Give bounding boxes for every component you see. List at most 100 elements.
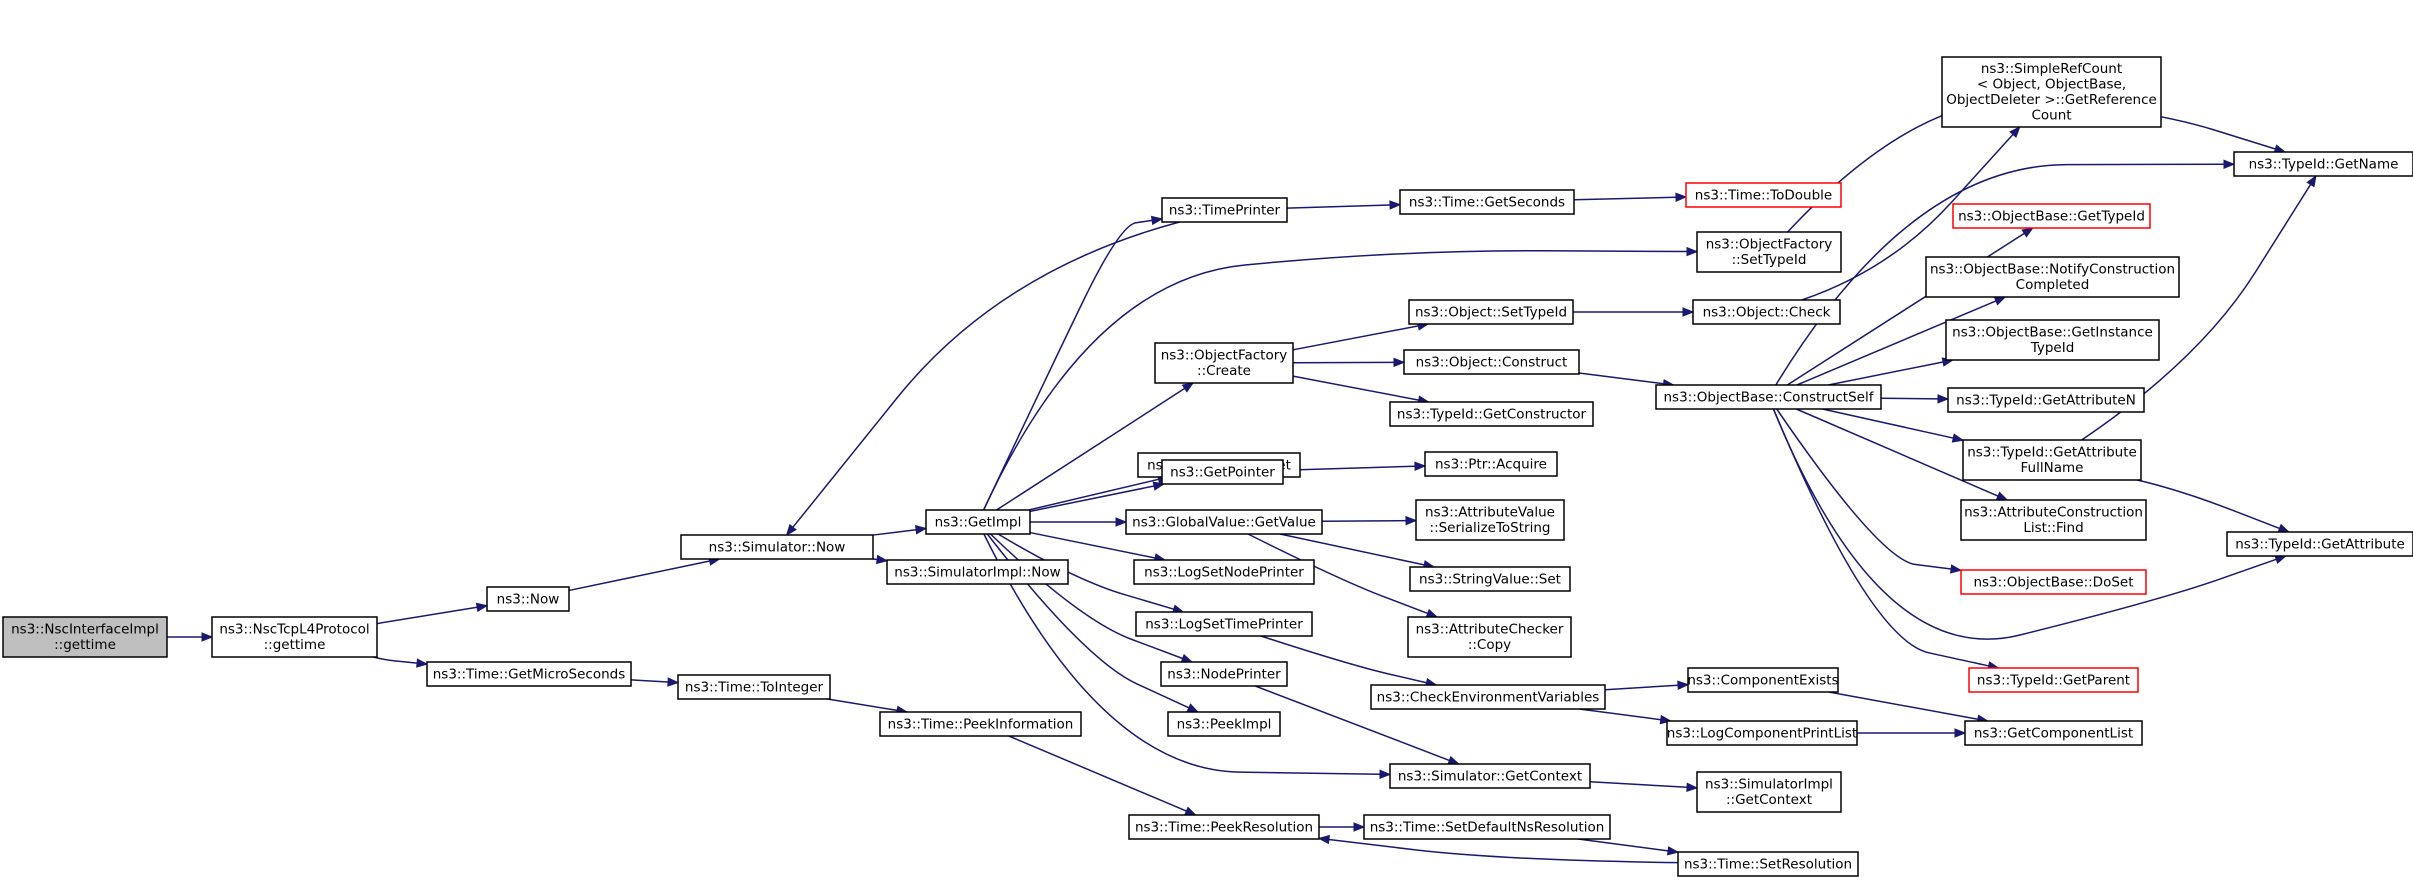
node-ofcreate[interactable]: ns3::ObjectFactory::Create bbox=[1154, 342, 1294, 384]
node-peekres[interactable]: ns3::Time::PeekResolution bbox=[1128, 814, 1320, 840]
edge-getimpl-to-ofsettypeid bbox=[982, 246, 1699, 511]
node-getattribute[interactable]: ns3::TypeId::GetAttribute bbox=[2226, 531, 2413, 557]
edge-line bbox=[1029, 485, 1155, 513]
node-box bbox=[1389, 401, 1594, 427]
node-compexists[interactable]: ns3::ComponentExists bbox=[1687, 667, 1839, 693]
node-gvgetvalue[interactable]: ns3::GlobalValue::GetValue bbox=[1125, 509, 1323, 535]
edge-arrowhead bbox=[1666, 846, 1680, 856]
edge-arrowhead bbox=[1405, 515, 1418, 526]
node-tointeger[interactable]: ns3::Time::ToInteger bbox=[677, 674, 831, 700]
edge-line bbox=[1776, 408, 1952, 570]
node-getname[interactable]: ns3::TypeId::GetName bbox=[2233, 151, 2413, 177]
node-strset[interactable]: ns3::StringValue::Set bbox=[1409, 566, 1571, 592]
edge-line bbox=[1828, 361, 1944, 386]
node-objconstruct[interactable]: ns3::Object::Construct bbox=[1403, 349, 1580, 375]
node-label: ns3::SimulatorImpl::Now bbox=[894, 564, 1060, 580]
edge-peekinfo-to-peekres bbox=[1008, 735, 1197, 816]
edge-arrowhead bbox=[1682, 307, 1695, 317]
node-label: ::SetTypeId bbox=[1732, 252, 1807, 268]
edge-getseconds-to-todouble bbox=[1573, 192, 1688, 202]
node-label: ns3::NscInterfaceImpl bbox=[11, 622, 159, 638]
node-box bbox=[1161, 459, 1284, 485]
edge-line bbox=[568, 560, 710, 592]
node-box bbox=[680, 534, 874, 560]
node-obgettypeid[interactable]: ns3::ObjectBase::GetTypeId bbox=[1952, 203, 2151, 229]
edge-line bbox=[1255, 685, 1450, 762]
edge-timeprinter-to-simnow bbox=[785, 221, 1180, 537]
node-timeprinter[interactable]: ns3::TimePrinter bbox=[1161, 197, 1288, 223]
node-ofsettypeid[interactable]: ns3::ObjectFactory::SetTypeId bbox=[1696, 231, 1842, 273]
node-box bbox=[1370, 684, 1606, 710]
node-getconstructor[interactable]: ns3::TypeId::GetConstructor bbox=[1389, 401, 1594, 427]
node-label: ::gettime bbox=[264, 637, 326, 653]
node-logcomplist[interactable]: ns3::LogComponentPrintList bbox=[1666, 720, 1858, 746]
node-now[interactable]: ns3::Now bbox=[486, 586, 570, 612]
node-label: ns3::ObjectBase::DoSet bbox=[1973, 574, 2133, 590]
node-label: ns3::TypeId::GetAttribute bbox=[2235, 536, 2405, 552]
node-getcomplist[interactable]: ns3::GetComponentList bbox=[1964, 720, 2143, 746]
node-peekimpl[interactable]: ns3::PeekImpl bbox=[1167, 711, 1281, 737]
node-box bbox=[211, 616, 378, 658]
edge-line bbox=[1247, 533, 1428, 615]
edge-arrowhead bbox=[1184, 806, 1197, 816]
node-avserialize[interactable]: ns3::AttributeValue::SerializeToString bbox=[1415, 499, 1565, 541]
node-simimplnow[interactable]: ns3::SimulatorImpl::Now bbox=[886, 559, 1069, 585]
node-label: ns3::TypeId::GetAttribute bbox=[1967, 445, 2137, 461]
node-getpointer[interactable]: ns3::GetPointer bbox=[1161, 459, 1284, 485]
node-simplerefcount[interactable]: ns3::SimpleRefCount< Object, ObjectBase,… bbox=[1941, 56, 2162, 128]
edge-getimpl-to-getpointer bbox=[1029, 481, 1166, 513]
node-setdefaultns[interactable]: ns3::Time::SetDefaultNsResolution bbox=[1363, 814, 1611, 840]
node-getattrn[interactable]: ns3::TypeId::GetAttributeN bbox=[1947, 387, 2145, 413]
edge-line bbox=[1029, 531, 1156, 559]
node-nodeprinter[interactable]: ns3::NodePrinter bbox=[1160, 661, 1288, 687]
node-label: Count bbox=[2031, 108, 2071, 124]
node-logsetnode[interactable]: ns3::LogSetNodePrinter bbox=[1133, 559, 1315, 585]
node-label: ns3::ObjectBase::ConstructSelf bbox=[1664, 389, 1875, 405]
node-label: ::Copy bbox=[1468, 637, 1511, 653]
node-getimpl[interactable]: ns3::GetImpl bbox=[925, 509, 1031, 535]
node-peekinfo[interactable]: ns3::Time::PeekInformation bbox=[879, 711, 1082, 737]
node-root[interactable]: ns3::NscInterfaceImpl::gettime bbox=[2, 616, 168, 658]
node-setres[interactable]: ns3::Time::SetResolution bbox=[1677, 851, 1859, 877]
node-nsc[interactable]: ns3::NscTcpL4Protocol::gettime bbox=[211, 616, 378, 658]
node-box bbox=[426, 661, 632, 687]
node-box bbox=[1696, 771, 1842, 813]
node-simimplctx[interactable]: ns3::SimulatorImpl::GetContext bbox=[1696, 771, 1842, 813]
node-simnow[interactable]: ns3::Simulator::Now bbox=[680, 534, 874, 560]
node-logsettime[interactable]: ns3::LogSetTimePrinter bbox=[1135, 611, 1313, 637]
node-obdoset[interactable]: ns3::ObjectBase::DoSet bbox=[1960, 569, 2147, 595]
node-constructself[interactable]: ns3::ObjectBase::ConstructSelf bbox=[1655, 384, 1882, 410]
node-getmicro[interactable]: ns3::Time::GetMicroSeconds bbox=[426, 661, 632, 687]
edge-line bbox=[2137, 479, 2280, 530]
node-objcheck[interactable]: ns3::Object::Check bbox=[1692, 299, 1841, 325]
edge-arrowhead bbox=[1181, 382, 1195, 393]
edge-arrowhead bbox=[1152, 481, 1166, 491]
node-box bbox=[1696, 231, 1842, 273]
node-label: ObjectDeleter >::GetReference bbox=[1946, 92, 2157, 108]
node-getparent[interactable]: ns3::TypeId::GetParent bbox=[1968, 667, 2139, 693]
edge-line bbox=[1604, 684, 1679, 691]
edge-line bbox=[986, 533, 1190, 709]
node-getseconds[interactable]: ns3::Time::GetSeconds bbox=[1399, 189, 1575, 215]
edge-compexists-to-getcomplist bbox=[1828, 691, 1990, 724]
node-simgetctx[interactable]: ns3::Simulator::GetContext bbox=[1389, 763, 1591, 789]
edge-line bbox=[792, 221, 1180, 528]
edge-constructself-to-getattrn bbox=[1880, 394, 1950, 404]
node-objsettypeid[interactable]: ns3::Object::SetTypeId bbox=[1408, 299, 1574, 325]
edge-line bbox=[1880, 397, 1939, 400]
edge-getmicro-to-tointeger bbox=[630, 677, 680, 687]
node-obnotify[interactable]: ns3::ObjectBase::NotifyConstructionCompl… bbox=[1925, 256, 2180, 298]
node-checkenv[interactable]: ns3::CheckEnvironmentVariables bbox=[1370, 684, 1606, 710]
node-todouble[interactable]: ns3::Time::ToDouble bbox=[1685, 182, 1842, 208]
node-label: ns3::Time::ToInteger bbox=[685, 679, 824, 695]
edge-nsc-to-now bbox=[376, 602, 489, 625]
node-acopy[interactable]: ns3::AttributeChecker::Copy bbox=[1407, 616, 1572, 658]
node-label: ns3::Ptr::Acquire bbox=[1435, 456, 1547, 472]
node-ptracquire[interactable]: ns3::Ptr::Acquire bbox=[1424, 451, 1558, 477]
edge-getpointer-to-ptracquire bbox=[1282, 461, 1427, 472]
node-box bbox=[1947, 387, 2145, 413]
node-label: List::Find bbox=[2023, 520, 2083, 536]
